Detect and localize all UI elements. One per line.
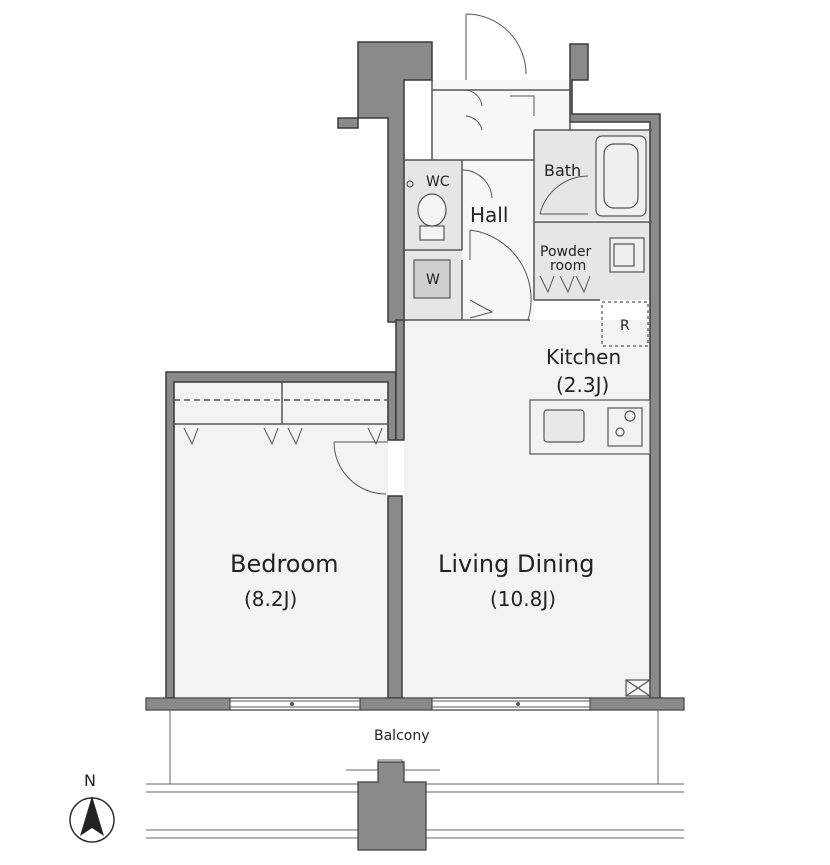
closet-doors bbox=[183, 275, 591, 446]
living-dining-size-label: (10.8J) bbox=[490, 587, 556, 611]
bathtub bbox=[595, 135, 647, 217]
washer-box bbox=[413, 259, 451, 299]
interior-partitions bbox=[174, 80, 652, 425]
kitchen-label: Kitchen bbox=[546, 345, 621, 369]
bedroom-floor bbox=[172, 382, 388, 698]
duct-box bbox=[625, 679, 651, 697]
window-wall bbox=[145, 697, 685, 711]
kitchen-sink bbox=[543, 409, 585, 443]
toilet-bowl bbox=[417, 193, 447, 227]
refrigerator-label: R bbox=[620, 318, 630, 334]
compass-north-label: N bbox=[84, 771, 96, 790]
washer-label: W bbox=[426, 272, 440, 288]
fixtures bbox=[406, 135, 651, 697]
washbasin bbox=[609, 237, 645, 273]
bedroom-label: Bedroom bbox=[230, 550, 339, 578]
north-compass: N bbox=[69, 771, 115, 843]
north-arrow-icon bbox=[80, 796, 104, 836]
kitchen-size-label: (2.3J) bbox=[556, 373, 609, 397]
bath-label: Bath bbox=[544, 161, 581, 180]
hall-label: Hall bbox=[470, 203, 508, 227]
bedroom-size-label: (8.2J) bbox=[244, 587, 297, 611]
balcony-column bbox=[357, 761, 427, 851]
fridge-space bbox=[601, 301, 649, 347]
powder-room-label-1: Powder bbox=[540, 244, 591, 260]
balcony-label: Balcony bbox=[374, 728, 430, 744]
powder-room-label-2: room bbox=[550, 258, 586, 274]
stove-burner bbox=[624, 410, 636, 422]
door-swings bbox=[333, 13, 589, 495]
living-dining-floor bbox=[404, 320, 652, 698]
wc-label: WC bbox=[426, 174, 450, 190]
living-dining-label: Living Dining bbox=[438, 550, 594, 578]
